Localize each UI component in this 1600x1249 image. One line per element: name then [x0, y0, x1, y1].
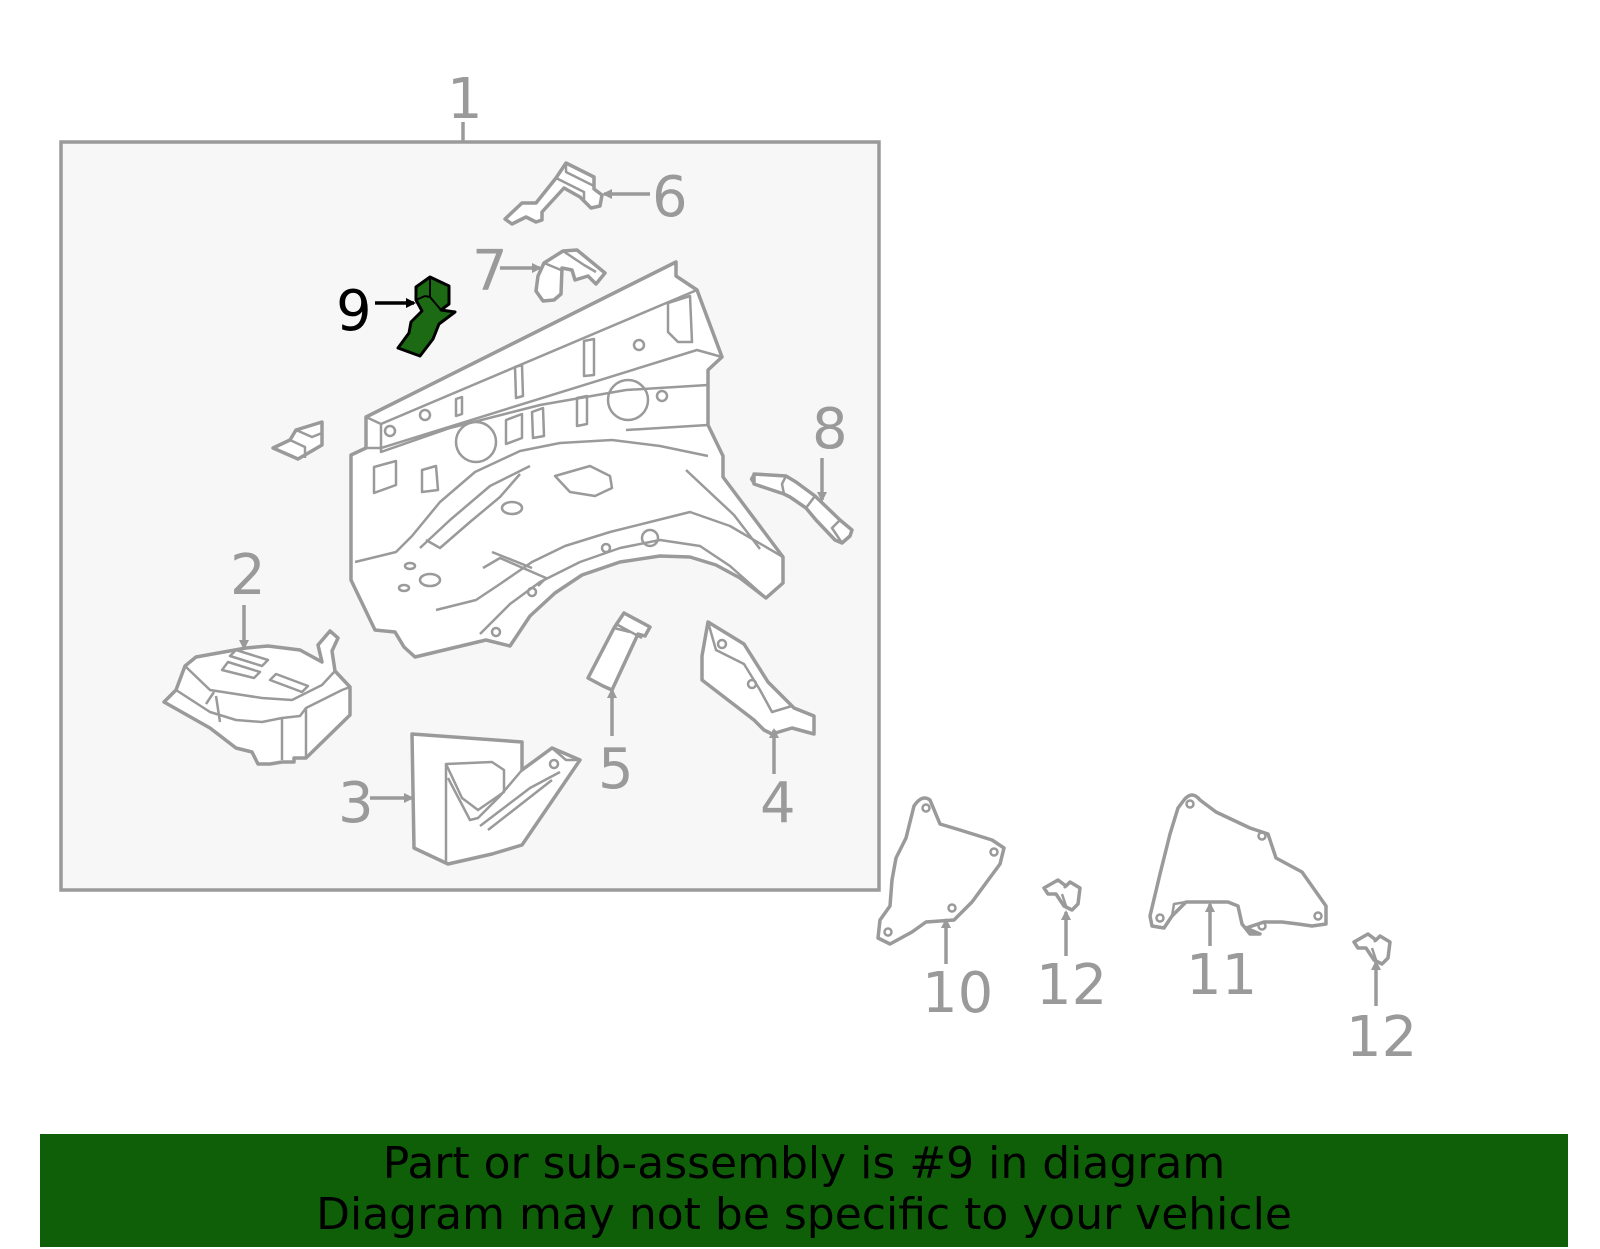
part-6[interactable]	[503, 161, 604, 226]
callout-10: 10	[922, 961, 993, 1026]
small-bracket[interactable]	[271, 420, 324, 461]
info-banner: Part or sub-assembly is #9 in diagram Di…	[40, 1134, 1568, 1247]
part-8[interactable]	[749, 472, 854, 545]
callout-3: 3	[338, 771, 374, 836]
part-4[interactable]	[700, 620, 816, 736]
callout-9: 9	[336, 279, 372, 344]
callout-6: 6	[652, 165, 688, 230]
callout-8: 8	[812, 397, 848, 462]
callout-12b: 12	[1346, 1005, 1417, 1070]
part-11[interactable]	[1148, 793, 1328, 936]
banner-line-1: Part or sub-assembly is #9 in diagram	[382, 1138, 1226, 1189]
callout-2: 2	[230, 543, 266, 608]
banner-line-2: Diagram may not be specific to your vehi…	[316, 1189, 1292, 1240]
part-9-highlighted[interactable]	[396, 275, 457, 358]
part-10[interactable]	[876, 796, 1006, 946]
callout-11: 11	[1186, 943, 1257, 1008]
part-1-apron[interactable]	[349, 260, 785, 659]
part-12-clip-b[interactable]	[1352, 932, 1392, 966]
part-12-clip-a[interactable]	[1042, 878, 1082, 912]
callout-4: 4	[760, 771, 796, 836]
callout-1: 1	[447, 67, 483, 132]
part-3[interactable]	[410, 732, 582, 866]
callout-7: 7	[472, 239, 508, 304]
callout-12a: 12	[1036, 953, 1107, 1018]
callout-5: 5	[598, 737, 634, 802]
part-7[interactable]	[534, 248, 607, 303]
